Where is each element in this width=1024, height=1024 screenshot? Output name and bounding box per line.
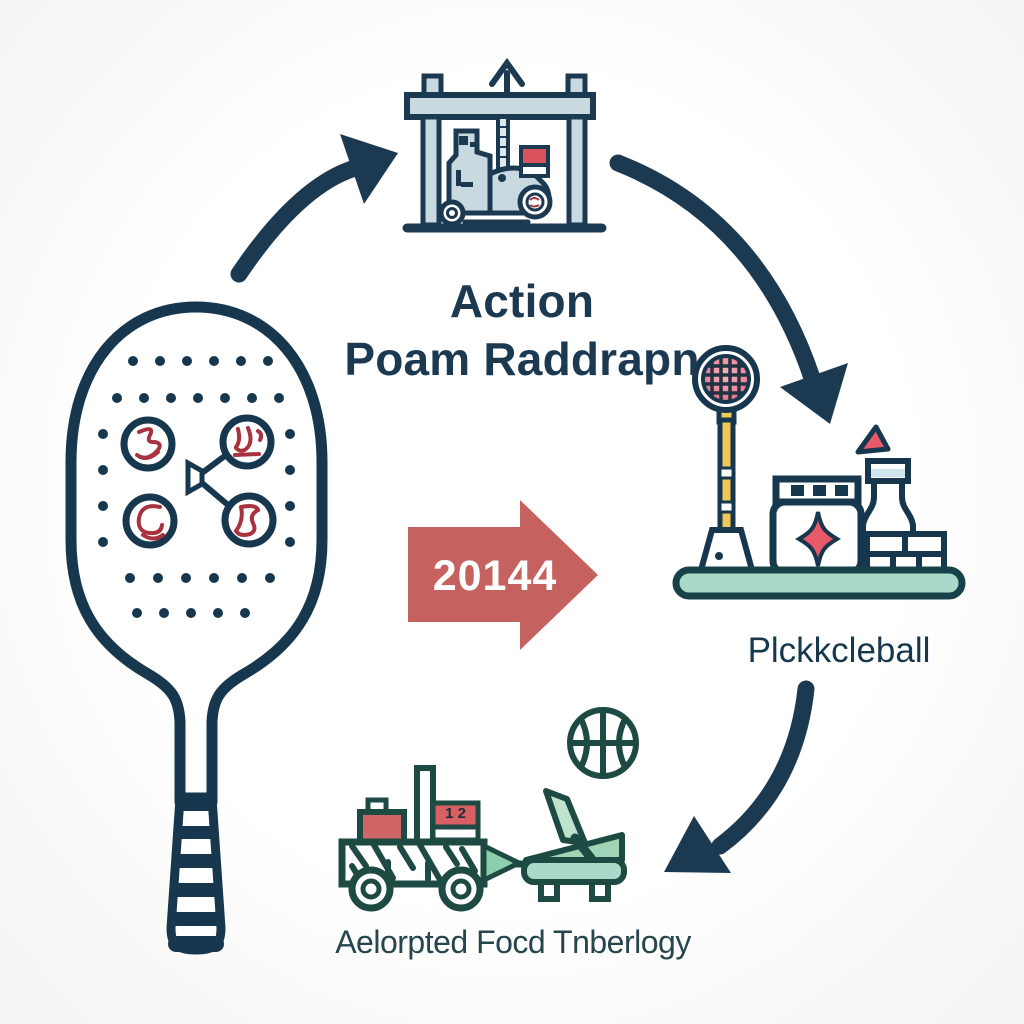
share-nodes-icon [185, 452, 230, 508]
red-box [357, 809, 407, 845]
catapult-icon [521, 788, 627, 902]
curved-arrow-top-right-icon [609, 154, 848, 424]
shelf-caption: Plckkcleball [747, 631, 931, 670]
cart-icon [338, 765, 488, 912]
paddle-grip [166, 793, 226, 955]
red-scribble-glyphs [135, 426, 264, 541]
cart-flag-label: 1 2 [445, 805, 466, 822]
heading: Action Poam Raddrapn [322, 272, 722, 389]
shelf-icon [672, 566, 966, 600]
basketball-icon [567, 707, 639, 779]
bottom-caption: Aelorpted Focd Tnberlogy [335, 924, 691, 960]
heading-line1: Action [449, 275, 595, 327]
grip-bands [168, 798, 224, 952]
year-arrow-label: 20144 [432, 552, 558, 600]
gantry-forklift-icon [402, 57, 607, 233]
cycle-arrows [230, 134, 848, 873]
triangle-accent-icon [855, 424, 891, 455]
sparkle-icon [795, 511, 841, 567]
jar-sparkle-icon [769, 475, 865, 577]
year-arrow-icon [408, 500, 598, 650]
red-flag [519, 145, 550, 167]
pickleball-paddle-icon [65, 301, 328, 955]
mast [496, 115, 510, 171]
curved-arrow-top-left-icon [230, 134, 398, 283]
curved-arrow-bottom-right-icon [664, 680, 815, 873]
zebra-stripes [349, 842, 478, 882]
racket-lamp-icon [692, 345, 760, 573]
flag-icon [430, 800, 481, 830]
shelf-group [672, 345, 966, 600]
paddle-holes [98, 356, 295, 618]
heading-line2: Poam Raddrapn [344, 333, 700, 386]
paddle-badge-circles [120, 414, 277, 549]
food-tech-group [338, 707, 639, 912]
